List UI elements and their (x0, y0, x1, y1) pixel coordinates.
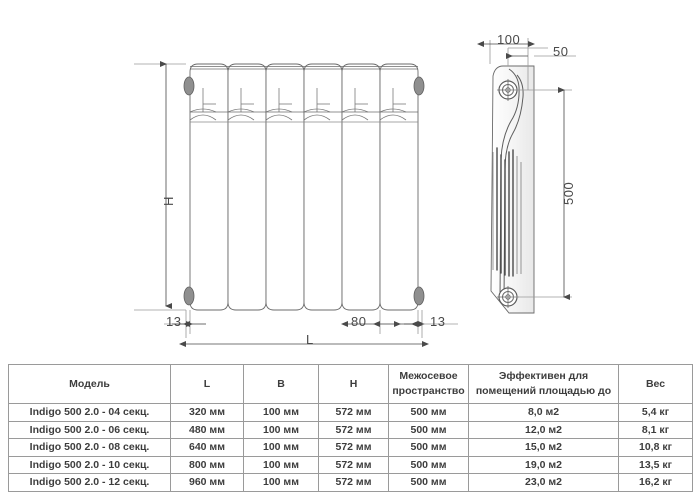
technical-drawing: H 13 80 13 L 100 50 500 (134, 32, 576, 347)
cell-spacing: 500 мм (388, 473, 469, 492)
col-header-l: L (170, 364, 244, 404)
cell-weight: 5,4 кг (618, 403, 693, 422)
col-header-weight: Вес (618, 364, 693, 404)
col-header-h: H (318, 364, 389, 404)
cell-h: 572 мм (318, 455, 389, 474)
cell-area: 23,0 м2 (468, 473, 619, 492)
col-header-model: Модель (8, 364, 171, 404)
end-nipples (183, 76, 425, 306)
side-view-body (490, 65, 535, 314)
table-row: Indigo 500 2.0 - 04 секц. 320 мм 100 мм … (8, 403, 693, 422)
cell-weight: 10,8 кг (618, 438, 693, 457)
cell-l: 320 мм (170, 403, 244, 422)
cell-model: Indigo 500 2.0 - 12 секц. (8, 473, 171, 492)
table-row: Indigo 500 2.0 - 12 секц. 960 мм 100 мм … (8, 473, 693, 492)
front-view-dimensions (134, 61, 458, 347)
dim-label-right-end: 13 (430, 314, 446, 329)
col-header-b: B (243, 364, 319, 404)
cell-weight: 16,2 кг (618, 473, 693, 492)
dim-label-center-distance: 500 (561, 181, 576, 205)
top-rail (190, 66, 418, 70)
cell-area: 15,0 м2 (468, 438, 619, 457)
cell-b: 100 мм (243, 420, 319, 439)
dim-label-height: H (161, 196, 176, 206)
dim-label-left-end: 13 (166, 314, 182, 329)
cell-b: 100 мм (243, 473, 319, 492)
cell-l: 640 мм (170, 438, 244, 457)
dim-label-total-length: L (306, 332, 314, 347)
col-header-spacing: Межосевое пространство (388, 364, 469, 404)
cell-model: Indigo 500 2.0 - 06 секц. (8, 420, 171, 439)
cell-b: 100 мм (243, 403, 319, 422)
cell-spacing: 500 мм (388, 455, 469, 474)
section-fin-detail (189, 88, 418, 123)
dim-label-section-pitch: 80 (351, 314, 367, 329)
cell-model: Indigo 500 2.0 - 08 секц. (8, 438, 171, 457)
table-row: Indigo 500 2.0 - 08 секц. 640 мм 100 мм … (8, 438, 693, 457)
cell-area: 8,0 м2 (468, 403, 619, 422)
specification-table: Модель L B H Межосевое пространство Эффе… (8, 364, 693, 492)
drawing-svg (134, 38, 576, 347)
front-view-body (183, 63, 425, 311)
cell-spacing: 500 мм (388, 420, 469, 439)
cell-h: 572 мм (318, 403, 389, 422)
cell-b: 100 мм (243, 438, 319, 457)
cell-l: 960 мм (170, 473, 244, 492)
dim-label-port-offset: 50 (553, 44, 569, 59)
cell-area: 19,0 м2 (468, 455, 619, 474)
cell-spacing: 500 мм (388, 438, 469, 457)
radiator-sections (189, 63, 419, 311)
cell-b: 100 мм (243, 455, 319, 474)
table-body: Indigo 500 2.0 - 04 секц. 320 мм 100 мм … (8, 403, 693, 492)
table-header-row: Модель L B H Межосевое пространство Эффе… (8, 364, 693, 404)
cell-l: 480 мм (170, 420, 244, 439)
side-view-dimensions (477, 38, 576, 300)
cell-weight: 13,5 кг (618, 455, 693, 474)
cell-h: 572 мм (318, 420, 389, 439)
cell-spacing: 500 мм (388, 403, 469, 422)
cell-h: 572 мм (318, 473, 389, 492)
cell-l: 800 мм (170, 455, 244, 474)
cell-model: Indigo 500 2.0 - 10 секц. (8, 455, 171, 474)
col-header-area: Эффективен для помещений площадью до (468, 364, 619, 404)
cell-model: Indigo 500 2.0 - 04 секц. (8, 403, 171, 422)
cell-area: 12,0 м2 (468, 420, 619, 439)
table-row: Indigo 500 2.0 - 06 секц. 480 мм 100 мм … (8, 420, 693, 439)
cell-weight: 8,1 кг (618, 420, 693, 439)
table-row: Indigo 500 2.0 - 10 секц. 800 мм 100 мм … (8, 455, 693, 474)
cell-h: 572 мм (318, 438, 389, 457)
dim-label-depth: 100 (497, 32, 521, 47)
